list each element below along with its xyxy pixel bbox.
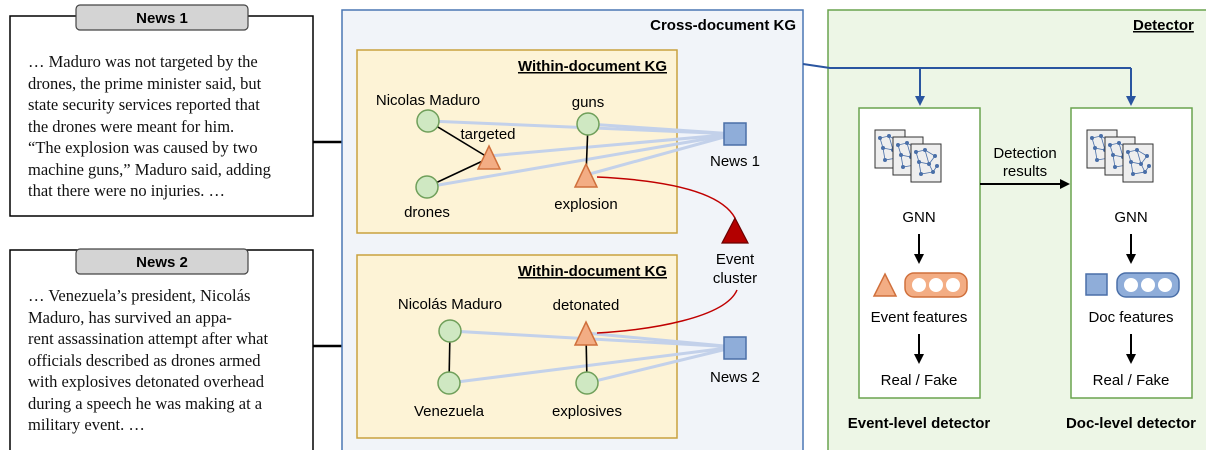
within-kg-2-title: Within-document KG	[518, 263, 667, 280]
event-cluster-label-line2: cluster	[713, 270, 757, 287]
event-level-detector: GNN Event features Real / Fake	[858, 107, 981, 399]
label-nicolas-maduro: Nicolas Maduro	[376, 92, 480, 109]
kg-to-detectors-line	[802, 63, 1131, 69]
doc-square-icon	[1085, 273, 1108, 296]
cross-document-kg-title: Cross-document KG	[650, 17, 796, 34]
doc-gnn-label: GNN	[1114, 209, 1147, 226]
label-venezuela: Venezuela	[414, 403, 485, 420]
news-1-title-tab	[75, 4, 249, 31]
news-2-body: … Venezuela’s president, Nicolás Maduro,…	[28, 286, 269, 434]
entity-nicolas-maduro-node	[416, 109, 440, 133]
within-document-kg-1: Within-document KG Nicolas Maduro guns t…	[356, 49, 760, 234]
event-explosion-node	[573, 162, 599, 188]
feature-vector-icon-2	[1116, 272, 1180, 298]
detection-results-line2: results	[1003, 163, 1047, 180]
doc-features-label: Doc features	[1088, 309, 1173, 326]
entity-venezuela-node	[437, 371, 461, 395]
label-drones: drones	[404, 204, 450, 221]
within-kg-1-title: Within-document KG	[518, 58, 667, 75]
event-output-label: Real / Fake	[881, 372, 958, 389]
label-news-1-doc: News 1	[710, 153, 760, 170]
event-detonated-node	[573, 320, 599, 346]
news-2-title: News 2	[136, 254, 188, 271]
detector-title: Detector	[1133, 17, 1194, 34]
news-1-box: News 1	[9, 4, 314, 217]
label-nicolas-maduro-2: Nicolás Maduro	[398, 296, 502, 313]
label-news-2-doc: News 2	[710, 369, 760, 386]
label-targeted: targeted	[460, 126, 515, 143]
news-2-title-tab	[75, 248, 249, 275]
cluster-link-detonated	[596, 289, 738, 334]
within-document-kg-2: Within-document KG Nicolás Maduro detona…	[356, 254, 760, 439]
doc-news-1-node	[723, 122, 747, 146]
entity-guns-node	[576, 112, 600, 136]
event-targeted-node	[476, 144, 502, 170]
entity-explosives-node	[575, 371, 599, 395]
event-cluster-node	[721, 216, 749, 244]
feature-vector-icon	[904, 272, 968, 298]
doc-level-detector: GNN Doc features Real / Fake	[1070, 107, 1193, 399]
event-features-label: Event features	[871, 309, 968, 326]
detection-results-line1: Detection	[993, 145, 1056, 162]
label-explosion: explosion	[554, 196, 617, 213]
doc-level-detector-caption: Doc-level detector	[1066, 415, 1196, 432]
label-detonated: detonated	[553, 297, 620, 314]
cluster-link-explosion	[596, 176, 736, 219]
news-1-body: … Maduro was not targeted by the drones,…	[28, 52, 271, 200]
news-2-box: News 2	[9, 248, 314, 450]
label-explosives: explosives	[552, 403, 622, 420]
news-1-title: News 1	[136, 10, 188, 27]
doc-news-2-node	[723, 336, 747, 360]
event-level-detector-caption: Event-level detector	[848, 415, 991, 432]
entity-drones-node	[415, 175, 439, 199]
event-cluster-label-line1: Event	[716, 251, 755, 268]
event-gnn-label: GNN	[902, 209, 935, 226]
label-guns: guns	[572, 94, 605, 111]
doc-output-label: Real / Fake	[1093, 372, 1170, 389]
event-triangle-icon	[872, 272, 898, 297]
entity-nicolas-maduro-2-node	[438, 319, 462, 343]
